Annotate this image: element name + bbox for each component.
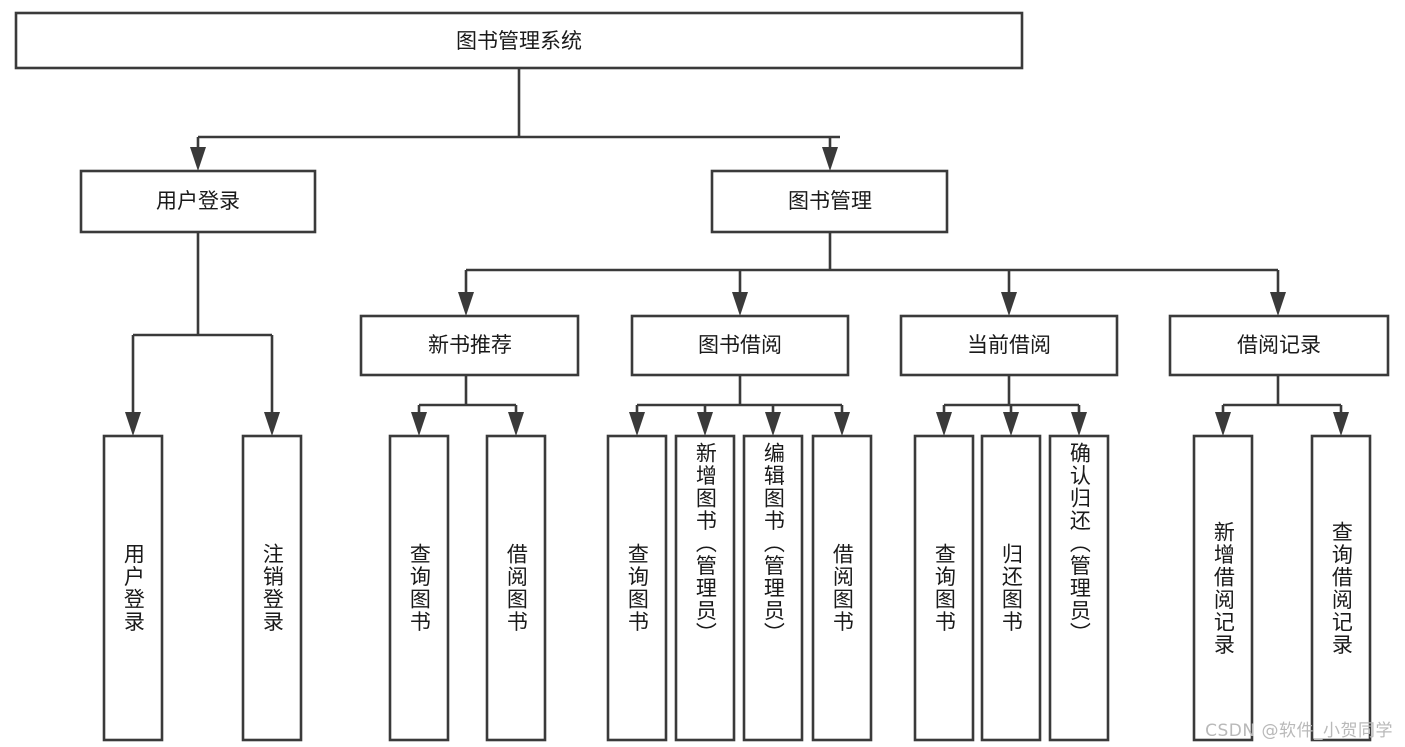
- leaf-borrow-record-1-box[interactable]: [1192, 434, 1254, 742]
- node-book-manage[interactable]: 图书管理: [710, 169, 949, 234]
- arrow-book-borrow-leaf-3-icon: [765, 412, 781, 436]
- arrow-root-to-book-manage-icon: [822, 147, 838, 171]
- arrow-new-book-leaf-1-icon: [411, 412, 427, 436]
- arrow-current-borrow-leaf-1-icon: [936, 412, 952, 436]
- leaf-current-borrow-1-box[interactable]: [913, 434, 975, 742]
- arrow-borrow-record-leaf-1-icon: [1215, 412, 1231, 436]
- arrow-book-borrow-leaf-4-icon: [834, 412, 850, 436]
- node-user-login[interactable]: 用户登录: [79, 169, 317, 234]
- node-root-system-box: [14, 11, 1024, 70]
- edges-borrow-record-to-leaves: [1215, 375, 1349, 436]
- leaf-new-book-2-box[interactable]: [485, 434, 547, 742]
- edges-root-to-level2: [190, 68, 840, 171]
- arrow-new-book-leaf-2-icon: [508, 412, 524, 436]
- arrow-borrow-record-leaf-2-icon: [1333, 412, 1349, 436]
- arrow-book-borrow-leaf-2-icon: [697, 412, 713, 436]
- node-book-borrow-box: [630, 314, 850, 377]
- leaf-new-book-1-box[interactable]: [388, 434, 450, 742]
- leaf-book-borrow-2-box[interactable]: [674, 434, 736, 742]
- leaf-user-login-2-box[interactable]: [241, 434, 303, 742]
- arrow-to-current-borrow-icon: [1001, 292, 1017, 316]
- leaf-borrow-record-2-box[interactable]: [1310, 434, 1372, 742]
- leaf-book-borrow-3-box[interactable]: [742, 434, 804, 742]
- node-book-borrow[interactable]: 图书借阅: [630, 314, 850, 377]
- node-current-borrow-label: 当前借阅: [967, 333, 1051, 357]
- leaf-book-borrow-1-box[interactable]: [606, 434, 668, 742]
- node-current-borrow[interactable]: 当前借阅: [899, 314, 1119, 377]
- node-user-login-label: 用户登录: [156, 189, 240, 213]
- edges-new-book-to-leaves: [411, 375, 524, 436]
- node-book-manage-label: 图书管理: [788, 189, 872, 213]
- node-borrow-record[interactable]: 借阅记录: [1168, 314, 1390, 377]
- leaf-user-login-1-box[interactable]: [102, 434, 164, 742]
- node-borrow-record-box: [1168, 314, 1390, 377]
- arrow-to-book-borrow-icon: [732, 292, 748, 316]
- node-book-manage-box: [710, 169, 949, 234]
- arrow-user-login-leaf-1-icon: [125, 412, 141, 436]
- node-new-book-recommend-label: 新书推荐: [428, 333, 512, 357]
- arrow-current-borrow-leaf-3-icon: [1071, 412, 1087, 436]
- edges-book-manage-to-level3: [458, 232, 1286, 316]
- edges-current-borrow-to-leaves: [936, 375, 1087, 436]
- node-borrow-record-label: 借阅记录: [1237, 333, 1321, 357]
- node-root-system-label: 图书管理系统: [456, 29, 582, 53]
- arrow-user-login-leaf-2-icon: [264, 412, 280, 436]
- leaf-book-borrow-4-box[interactable]: [811, 434, 873, 742]
- node-current-borrow-box: [899, 314, 1119, 377]
- leaf-current-borrow-2-box[interactable]: [980, 434, 1042, 742]
- arrow-current-borrow-leaf-2-icon: [1003, 412, 1019, 436]
- edges-book-borrow-to-leaves: [629, 375, 850, 436]
- leaf-current-borrow-3-box[interactable]: [1048, 434, 1110, 742]
- node-new-book-recommend-box: [359, 314, 580, 377]
- node-book-borrow-label: 图书借阅: [698, 333, 782, 357]
- edges-user-login-to-leaves: [125, 232, 280, 436]
- arrow-book-borrow-leaf-1-icon: [629, 412, 645, 436]
- arrow-root-to-user-login-icon: [190, 147, 206, 171]
- node-new-book-recommend[interactable]: 新书推荐: [359, 314, 580, 377]
- arrow-to-borrow-record-icon: [1270, 292, 1286, 316]
- leaf-boxes: [102, 434, 1372, 742]
- node-root-system[interactable]: 图书管理系统: [14, 11, 1024, 70]
- node-user-login-box: [79, 169, 317, 234]
- arrow-to-new-book-icon: [458, 292, 474, 316]
